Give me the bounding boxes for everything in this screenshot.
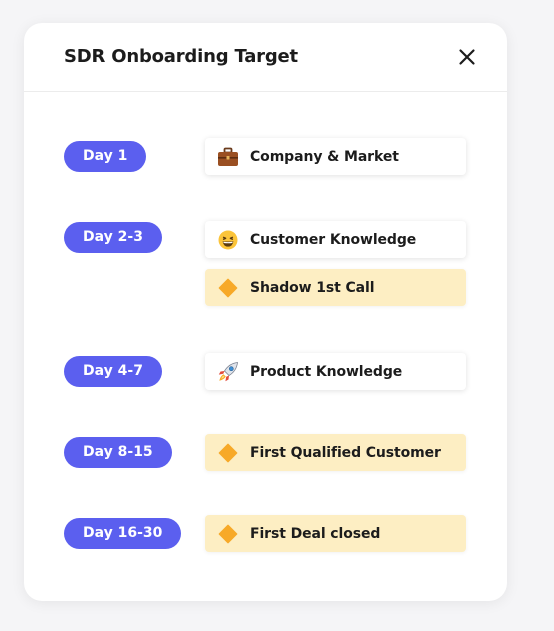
diamond-icon [217, 523, 239, 545]
diamond-icon [217, 277, 239, 299]
task-item[interactable]: Product Knowledge [205, 353, 466, 390]
milestone-label: Shadow 1st Call [250, 279, 375, 296]
milestone-label: First Qualified Customer [250, 444, 441, 461]
task-label: Company & Market [250, 148, 399, 165]
task-item[interactable]: Company & Market [205, 138, 466, 175]
day-pill: Day 4-7 [64, 356, 162, 387]
milestone-item[interactable]: Shadow 1st Call [205, 269, 466, 306]
diamond-icon [217, 442, 239, 464]
milestone-item[interactable]: First Qualified Customer [205, 434, 466, 471]
dialog-title: SDR Onboarding Target [64, 46, 298, 67]
day-pill: Day 8-15 [64, 437, 172, 468]
rocket-icon [217, 361, 239, 383]
dialog-header: SDR Onboarding Target [24, 23, 507, 92]
milestone-item[interactable]: First Deal closed [205, 515, 466, 552]
briefcase-icon [217, 146, 239, 168]
day-pill: Day 16-30 [64, 518, 182, 549]
grinning-face-icon [217, 229, 239, 251]
close-icon[interactable] [455, 45, 479, 69]
task-label: Customer Knowledge [250, 231, 417, 248]
milestone-label: First Deal closed [250, 525, 381, 542]
day-pill: Day 2-3 [64, 222, 162, 253]
onboarding-dialog: SDR Onboarding Target Day 1 Company & Ma… [24, 23, 507, 601]
task-item[interactable]: Customer Knowledge [205, 221, 466, 258]
day-pill: Day 1 [64, 141, 147, 172]
task-label: Product Knowledge [250, 363, 403, 380]
